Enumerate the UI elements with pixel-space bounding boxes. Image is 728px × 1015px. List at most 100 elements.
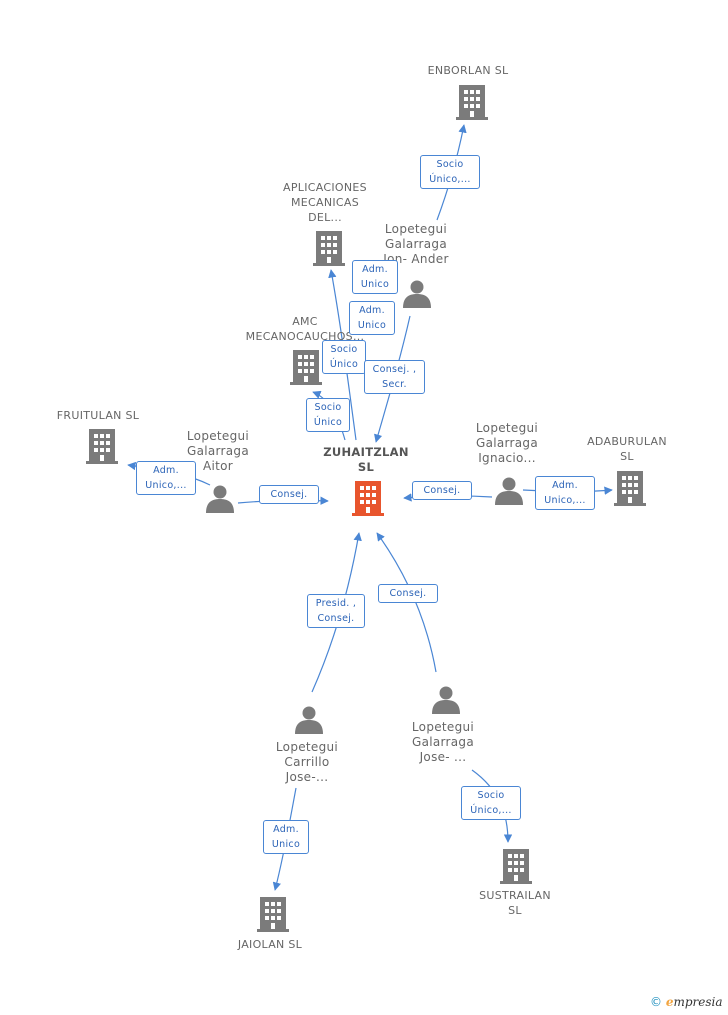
node-label-fruitulan[interactable]: FRUITULAN SL (48, 408, 148, 423)
node-label-line: JAIOLAN SL (237, 938, 303, 951)
node-label-line: MECANOCAUCHOS... (245, 330, 365, 343)
edge-label-line: Consej. (317, 613, 355, 624)
node-label-line: Jose- ... (419, 750, 467, 764)
node-label-aplicaciones[interactable]: APLICACIONES MECANICAS DEL... (275, 180, 375, 225)
node-icon-p-ignacio[interactable] (495, 477, 523, 506)
node-label-line: Ignacio... (478, 451, 536, 465)
edge-label-e3[interactable]: Adm. Unico (349, 301, 395, 335)
edge-label-line: Unico,... (544, 495, 586, 506)
brand-logo-text: mpresia (673, 995, 723, 1009)
edge-label-line: Unico,... (145, 480, 187, 491)
edge-label-line: Adm. (362, 264, 388, 275)
edge-label-e7[interactable]: Adm. Unico,... (136, 461, 196, 495)
node-label-line: Lopetegui (411, 720, 475, 734)
node-label-line: SL (508, 904, 522, 917)
node-label-p-carrillo[interactable]: Lopetegui Carrillo Jose-... (257, 740, 357, 785)
edge-label-line: Secr. (382, 379, 407, 390)
edge-label-e9[interactable]: Consej. (412, 481, 472, 500)
node-icon-p-ion[interactable] (403, 280, 431, 309)
node-icon-p-aitor[interactable] (206, 485, 234, 514)
node-label-sustrailan[interactable]: SUSTRAILAN SL (465, 888, 565, 918)
edge-label-e10[interactable]: Adm. Unico,... (535, 476, 595, 510)
node-label-enborlan[interactable]: ENBORLAN SL (418, 63, 518, 78)
node-label-line: Galarraga (475, 436, 539, 450)
node-label-line: SL (357, 460, 375, 474)
node-label-line: SL (620, 450, 634, 463)
node-label-amc[interactable]: AMC MECANOCAUCHOS... (244, 314, 366, 344)
edge-label-line: Adm. (273, 824, 299, 835)
edge-label-e11[interactable]: Presid. , Consej. (307, 594, 365, 628)
edge-label-line: Consej. , (372, 364, 417, 375)
brand-logo-initial: e (665, 995, 674, 1009)
node-icon-fruitulan[interactable] (86, 429, 118, 464)
edge-label-e4[interactable]: Socio Único (322, 340, 366, 374)
edge-label-e5[interactable]: Socio Único (306, 398, 350, 432)
edge-label-e6[interactable]: Consej. , Secr. (364, 360, 425, 394)
node-icon-jaiolan[interactable] (257, 897, 289, 932)
edge-label-line: Consej. (389, 588, 427, 599)
node-label-line: FRUITULAN SL (56, 409, 140, 422)
node-label-line: Aitor (202, 459, 234, 473)
node-label-line: Lopetegui (186, 429, 250, 443)
node-label-p-ignacio[interactable]: Lopetegui Galarraga Ignacio... (457, 421, 557, 466)
edge-label-line: Socio (477, 790, 505, 801)
edge-label-e14[interactable]: Adm. Unico (263, 820, 309, 854)
edge-label-e13[interactable]: Socio Único,... (461, 786, 521, 820)
node-label-line: Lopetegui (384, 222, 448, 236)
node-label-line: Galarraga (384, 237, 448, 251)
edge-label-line: Presid. , (315, 598, 357, 609)
edge-label-e8[interactable]: Consej. (259, 485, 319, 504)
node-label-adaburulan[interactable]: ADABURULAN SL (577, 434, 677, 464)
node-label-line: APLICACIONES (283, 181, 367, 194)
edge-label-line: Socio (436, 159, 464, 170)
node-icon-adaburulan[interactable] (614, 471, 646, 506)
node-label-line: SUSTRAILAN (479, 889, 551, 902)
node-label-line: Lopetegui (275, 740, 339, 754)
node-icon-amc[interactable] (290, 350, 322, 385)
edge-label-line: Único,... (470, 805, 512, 816)
node-label-p-jose[interactable]: Lopetegui Galarraga Jose- ... (393, 720, 493, 765)
node-label-line: Jose-... (285, 770, 329, 784)
node-label-line: ADABURULAN (587, 435, 667, 448)
edge-label-line: Unico (271, 839, 301, 850)
edge-label-line: Único,... (429, 174, 471, 185)
node-label-zuhaitzlan[interactable]: ZUHAITZLAN SL (316, 445, 416, 475)
node-icon-sustrailan[interactable] (500, 849, 532, 884)
node-label-jaiolan[interactable]: JAIOLAN SL (220, 937, 320, 952)
node-label-line: AMC (292, 315, 318, 328)
node-label-line: ENBORLAN SL (427, 64, 509, 77)
node-label-line: ZUHAITZLAN (323, 445, 409, 459)
node-label-p-ion[interactable]: Lopetegui Galarraga Ion- Ander (366, 222, 466, 267)
node-label-line: Carrillo (284, 755, 330, 769)
edge-label-line: Adm. (153, 465, 179, 476)
edge-label-line: Socio (330, 344, 358, 355)
node-label-p-aitor[interactable]: Lopetegui Galarraga Aitor (168, 429, 268, 474)
edge-label-line: Socio (314, 402, 342, 413)
edge-label-line: Unico (360, 279, 390, 290)
node-icon-p-carrillo[interactable] (295, 706, 323, 735)
edge-label-line: Consej. (423, 485, 461, 496)
node-icon-aplicaciones[interactable] (313, 231, 345, 266)
brand-logo: empresia (666, 995, 723, 1009)
node-label-line: Ion- Ander (383, 252, 449, 266)
node-label-line: DEL... (308, 211, 342, 224)
node-label-line: Galarraga (411, 735, 475, 749)
node-icon-p-jose[interactable] (432, 686, 460, 715)
node-label-line: MECANICAS (290, 196, 359, 209)
node-label-line: Galarraga (186, 444, 250, 458)
node-icon-enborlan[interactable] (456, 85, 488, 120)
edge-label-e12[interactable]: Consej. (378, 584, 438, 603)
edge-label-line: Unico (357, 320, 387, 331)
edge-label-line: Adm. (552, 480, 578, 491)
node-icon-zuhaitzlan[interactable] (352, 481, 384, 516)
node-label-line: Lopetegui (475, 421, 539, 435)
edge-label-e1[interactable]: Socio Único,... (420, 155, 480, 189)
edge-label-line: Adm. (359, 305, 385, 316)
edge-label-line: Único (329, 359, 359, 370)
edge-label-line: Único (313, 417, 343, 428)
footer-brand[interactable]: © empresia (650, 995, 723, 1009)
copyright-icon: © (650, 995, 662, 1009)
edge-label-line: Consej. (270, 489, 308, 500)
edge-label-e2[interactable]: Adm. Unico (352, 260, 398, 294)
